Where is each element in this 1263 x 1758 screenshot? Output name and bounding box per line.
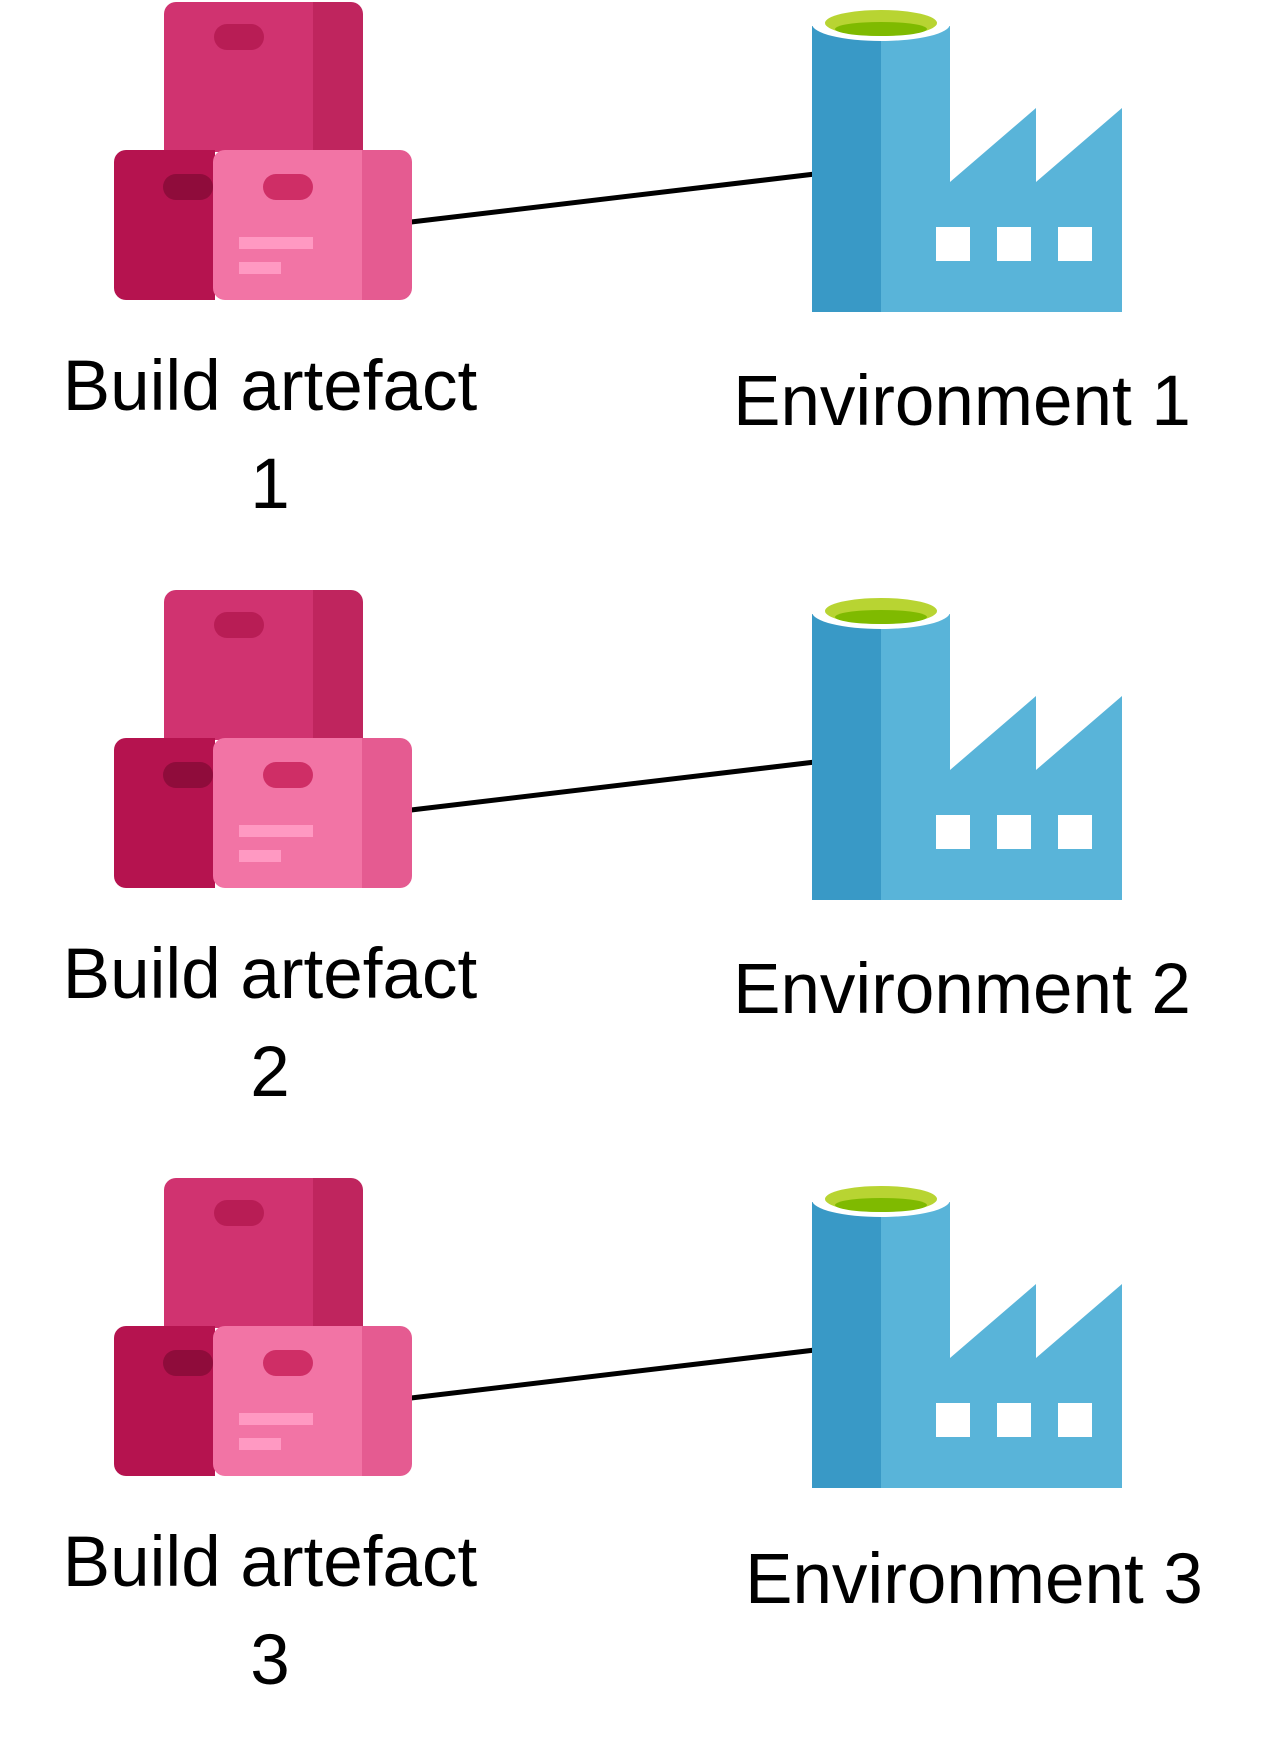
environment-label-1: Environment 1 — [733, 362, 1191, 441]
environment-label-3: Environment 3 — [745, 1540, 1203, 1619]
connector-line-2 — [408, 759, 818, 813]
data-factory-icon-2 — [812, 595, 1122, 900]
artefact-label-1: Build artefact 1 — [30, 338, 510, 534]
artefact-label-3-line2: 3 — [250, 1621, 290, 1700]
data-factory-icon-3 — [812, 1183, 1122, 1488]
package-boxes-icon-1 — [114, 2, 412, 300]
artefact-label-3: Build artefact 3 — [30, 1514, 510, 1710]
artefact-label-2-line2: 2 — [250, 1033, 290, 1112]
package-boxes-icon-2 — [114, 590, 412, 888]
connector-line-3 — [408, 1347, 818, 1401]
environment-label-2: Environment 2 — [733, 950, 1191, 1029]
connector-line-1 — [408, 171, 818, 225]
artefact-label-1-line2: 1 — [250, 445, 290, 524]
artefact-label-2: Build artefact 2 — [30, 926, 510, 1122]
artefact-label-2-line1: Build artefact — [62, 935, 478, 1014]
data-factory-icon-1 — [812, 7, 1122, 312]
package-boxes-icon-3 — [114, 1178, 412, 1476]
artefact-label-1-line1: Build artefact — [62, 347, 478, 426]
artefact-label-3-line1: Build artefact — [62, 1523, 478, 1602]
